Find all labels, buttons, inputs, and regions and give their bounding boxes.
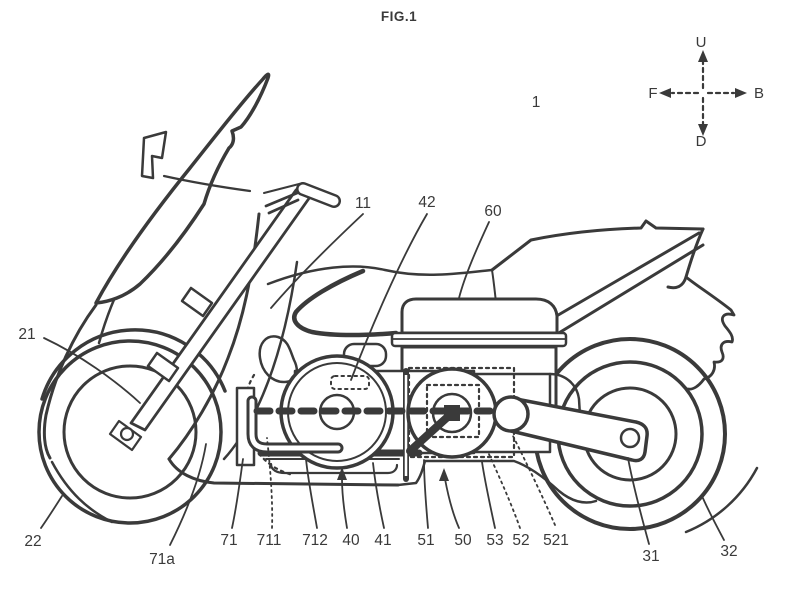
undertray-outline [269,462,399,475]
engine-top-dotted-box [330,375,370,390]
label-50: 50 [454,532,472,549]
compass-down-label: D [696,133,707,150]
compass-front-arrowhead-icon [659,88,671,98]
label-41: 41 [374,532,391,549]
label-712: 712 [302,532,328,549]
fairing-front-edge [42,303,98,460]
front-fender [40,328,227,401]
leader-lines [40,213,725,546]
compass-back-arrowhead-icon [735,88,747,98]
leader-52-dotted [487,451,521,529]
label-52: 52 [512,532,529,549]
leader-711-dotted [266,437,274,529]
seat-front-scoop [292,268,399,338]
label-71: 71 [220,532,237,549]
fairing-lower-wrap [50,460,114,524]
mirror [140,130,252,193]
leader-60 [458,221,490,299]
seat-hump-rear-edge [491,269,497,303]
label-51: 51 [417,532,434,549]
leader-53 [481,461,496,529]
leader-21 [43,337,141,404]
direction-compass-icon: U D F B [648,34,764,150]
label-31: 31 [642,548,659,565]
label-22: 22 [24,533,41,550]
drive-belt [406,409,456,455]
label-40: 40 [342,532,360,549]
leader-521-dotted [512,435,556,526]
handlebar-lower [267,198,300,215]
leader-41 [372,462,385,529]
rear-fender-zigzag [684,275,736,391]
label-42: 42 [418,194,435,211]
tail-rear-edge [666,227,705,290]
leader-11 [270,213,364,309]
fork-upper-clamp [180,286,214,318]
front-axle [119,426,135,442]
compass-down-arrowhead-icon [698,124,708,136]
handlebar [263,182,341,215]
leader-50-stem [444,478,460,529]
compass-back-label: B [754,85,764,102]
label-53: 53 [486,532,503,549]
frame-cutout-left [258,335,298,384]
figure-title: FIG.1 [381,9,417,24]
battery-box-lid [400,297,559,335]
leader-40-stem [341,478,348,529]
leader-22 [40,495,63,529]
motorcycle-drawing [37,72,759,534]
front-rim-outline [62,364,198,500]
leader-42 [350,213,428,381]
label-521: 521 [543,532,569,549]
leader-40-arrowhead-icon [337,467,347,480]
compass-front-label: F [648,85,657,102]
front-wheel [37,339,223,525]
label-711: 711 [257,532,282,549]
swingarm [492,395,649,463]
label-32: 32 [720,543,737,560]
leader-51 [423,459,429,529]
grip-core [298,184,339,206]
leader-71 [231,458,244,529]
label-60: 60 [484,203,502,220]
handlebar-upper [264,189,304,208]
mirror-stem [162,174,252,193]
rear-mudflap-arc [684,466,759,534]
fork-lower-clamp [146,351,180,383]
leader-712 [305,458,318,529]
leader-71a [169,443,207,546]
label-21: 21 [18,326,35,343]
floorboard-bottom-edge [167,457,400,487]
compass-up-label: U [696,34,707,51]
seat-top-line [490,219,705,272]
label-71a: 71a [149,551,175,568]
support-bracket-core [249,398,341,451]
leader-31 [627,457,650,545]
part-labels: 1 11 42 60 21 22 71a 71 711 712 40 41 51… [18,94,737,568]
compass-up-arrowhead-icon [698,50,708,62]
leader-50-arrowhead-icon [439,468,449,481]
label-11: 11 [355,195,371,212]
label-vehicle-1: 1 [532,94,541,111]
windshield [94,72,271,305]
mirror-head [140,130,168,180]
swingarm-body [509,396,649,463]
housing-rear-corner [548,372,582,418]
brake-lever [263,182,304,194]
swingarm-pivot [492,395,530,433]
underbody-rear-edge [396,459,598,504]
rear-axle [619,427,641,449]
body-top-line [266,265,494,286]
leader-32 [701,495,725,541]
front-tire-outline [37,339,223,525]
